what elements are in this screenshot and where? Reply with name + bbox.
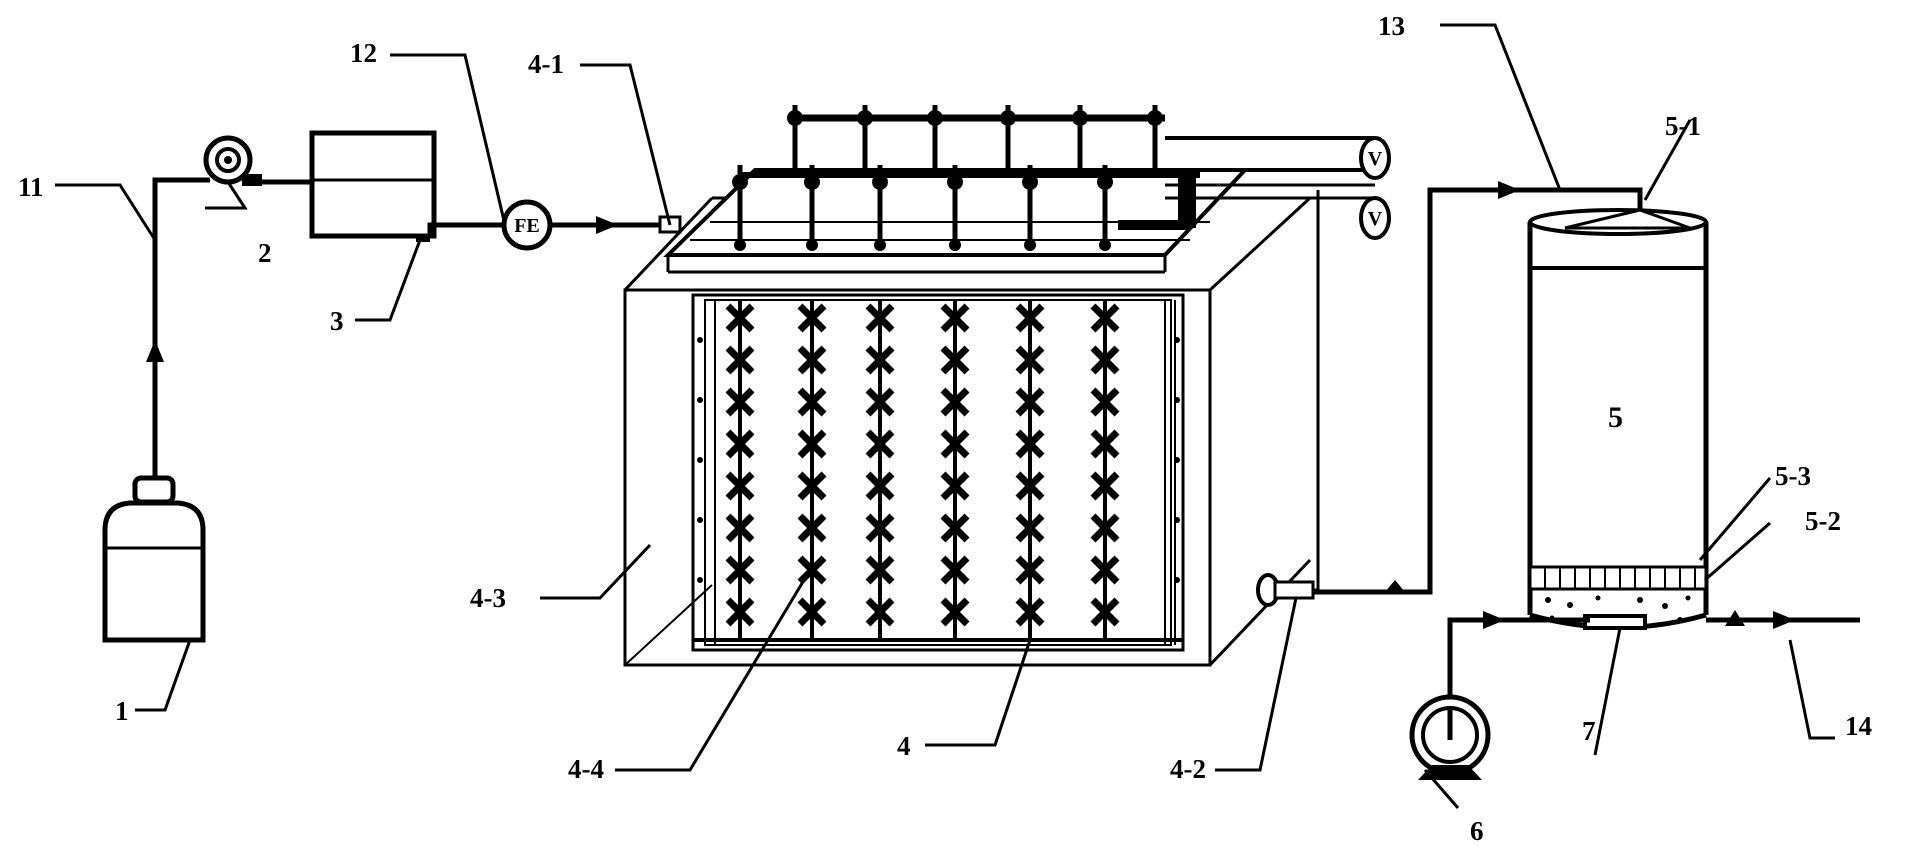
feed-line <box>146 177 210 478</box>
label-4-4: 4-4 <box>568 754 604 784</box>
leader-lines <box>55 23 1835 809</box>
reactor-4 <box>623 168 1312 667</box>
label-5: 5 <box>1608 401 1623 434</box>
electrode-column-6 <box>1093 300 1117 640</box>
label-5-3: 5-3 <box>1775 461 1811 491</box>
label-6: 6 <box>1470 816 1484 846</box>
electrode-column-4 <box>943 300 967 640</box>
label-4-1: 4-1 <box>528 49 564 79</box>
label-13: 13 <box>1378 11 1405 41</box>
label-12: 12 <box>350 38 377 68</box>
label-1: 1 <box>115 696 129 726</box>
label-4: 4 <box>897 731 911 761</box>
outlet-wire <box>1290 190 1320 592</box>
label-3: 3 <box>330 306 344 336</box>
voltmeter-lower: V <box>1359 196 1391 240</box>
svg-text:V: V <box>1368 148 1383 170</box>
pump-2 <box>203 135 262 186</box>
label-11: 11 <box>18 172 44 202</box>
electrode-column-2 <box>800 300 824 640</box>
label-14: 14 <box>1845 711 1872 741</box>
buffer-tank <box>309 130 437 242</box>
flow-meter-label: FE <box>514 215 540 237</box>
flow-meter: FE <box>501 199 553 251</box>
line-13 <box>1313 181 1643 595</box>
label-4-3: 4-3 <box>470 583 506 613</box>
electrode-column-5 <box>1018 300 1042 640</box>
label-7: 7 <box>1582 716 1596 746</box>
label-5-1: 5-1 <box>1665 111 1701 141</box>
column-5 <box>1527 208 1709 630</box>
electrode-column-3 <box>868 300 892 640</box>
label-5-2: 5-2 <box>1805 506 1841 536</box>
feed-bottle <box>102 475 206 643</box>
effluent-line <box>1706 610 1860 629</box>
air-line <box>1447 611 1590 720</box>
line-12 <box>427 216 662 238</box>
top-terminals <box>732 105 1375 251</box>
blower-6 <box>1409 694 1491 780</box>
svg-text:V: V <box>1368 208 1383 230</box>
electrode-column-1 <box>728 300 752 640</box>
label-4-2: 4-2 <box>1170 754 1206 784</box>
label-2: 2 <box>258 238 272 268</box>
voltmeter-upper: V <box>1359 136 1391 180</box>
outlet-valve <box>1256 573 1315 607</box>
